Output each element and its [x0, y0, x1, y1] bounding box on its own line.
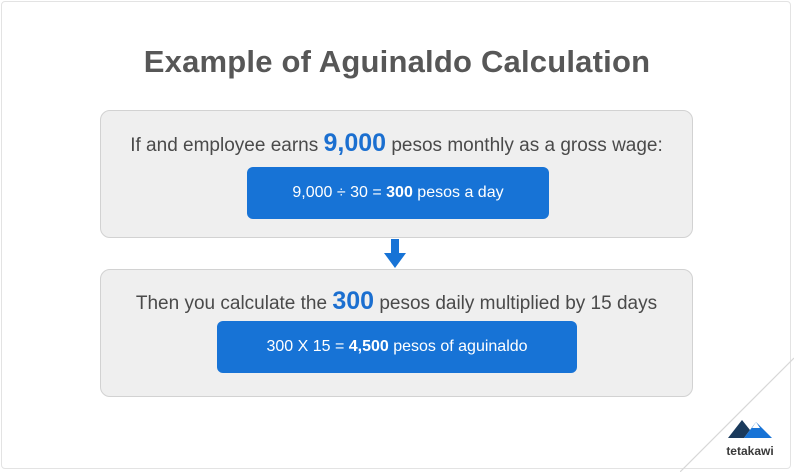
step-1-highlight-amount: 9,000 [323, 129, 387, 157]
step-2-formula-result: 4,500 [348, 338, 389, 355]
step-2-text-before: Then you calculate the [135, 293, 333, 314]
step-1-text-before: If and employee earns [130, 135, 324, 156]
step-1-card: If and employee earns 9,000 pesos monthl… [100, 110, 693, 238]
step-2-formula-suffix: pesos of aguinaldo [388, 338, 528, 355]
step-2-description: Then you calculate the 300 pesos daily m… [101, 287, 692, 316]
corner-decoration [680, 357, 794, 472]
step-1-formula-prefix: 9,000 ÷ 30 = [292, 184, 387, 201]
page-title: Example of Aguinaldo Calculation [143, 44, 651, 79]
mountain-logo-icon [728, 420, 772, 438]
step-2-formula-prefix: 300 X 15 = [266, 338, 349, 355]
step-1-formula-pill: 9,000 ÷ 30 = 300 pesos a day [247, 167, 549, 219]
step-1-formula-suffix: pesos a day [412, 184, 504, 201]
step-1-description: If and employee earns 9,000 pesos monthl… [101, 129, 692, 158]
step-1-formula-result: 300 [386, 184, 413, 201]
step-2-formula-pill: 300 X 15 = 4,500 pesos of aguinaldo [217, 321, 577, 373]
step-2-highlight-amount: 300 [332, 287, 375, 315]
step-2-card: Then you calculate the 300 pesos daily m… [100, 269, 693, 397]
brand-name: tetakawi [726, 444, 774, 458]
step-1-text-after: pesos monthly as a gross wage: [386, 135, 663, 156]
step-2-text-after: pesos daily multiplied by 15 days [374, 293, 658, 314]
arrow-down-icon [384, 239, 406, 268]
